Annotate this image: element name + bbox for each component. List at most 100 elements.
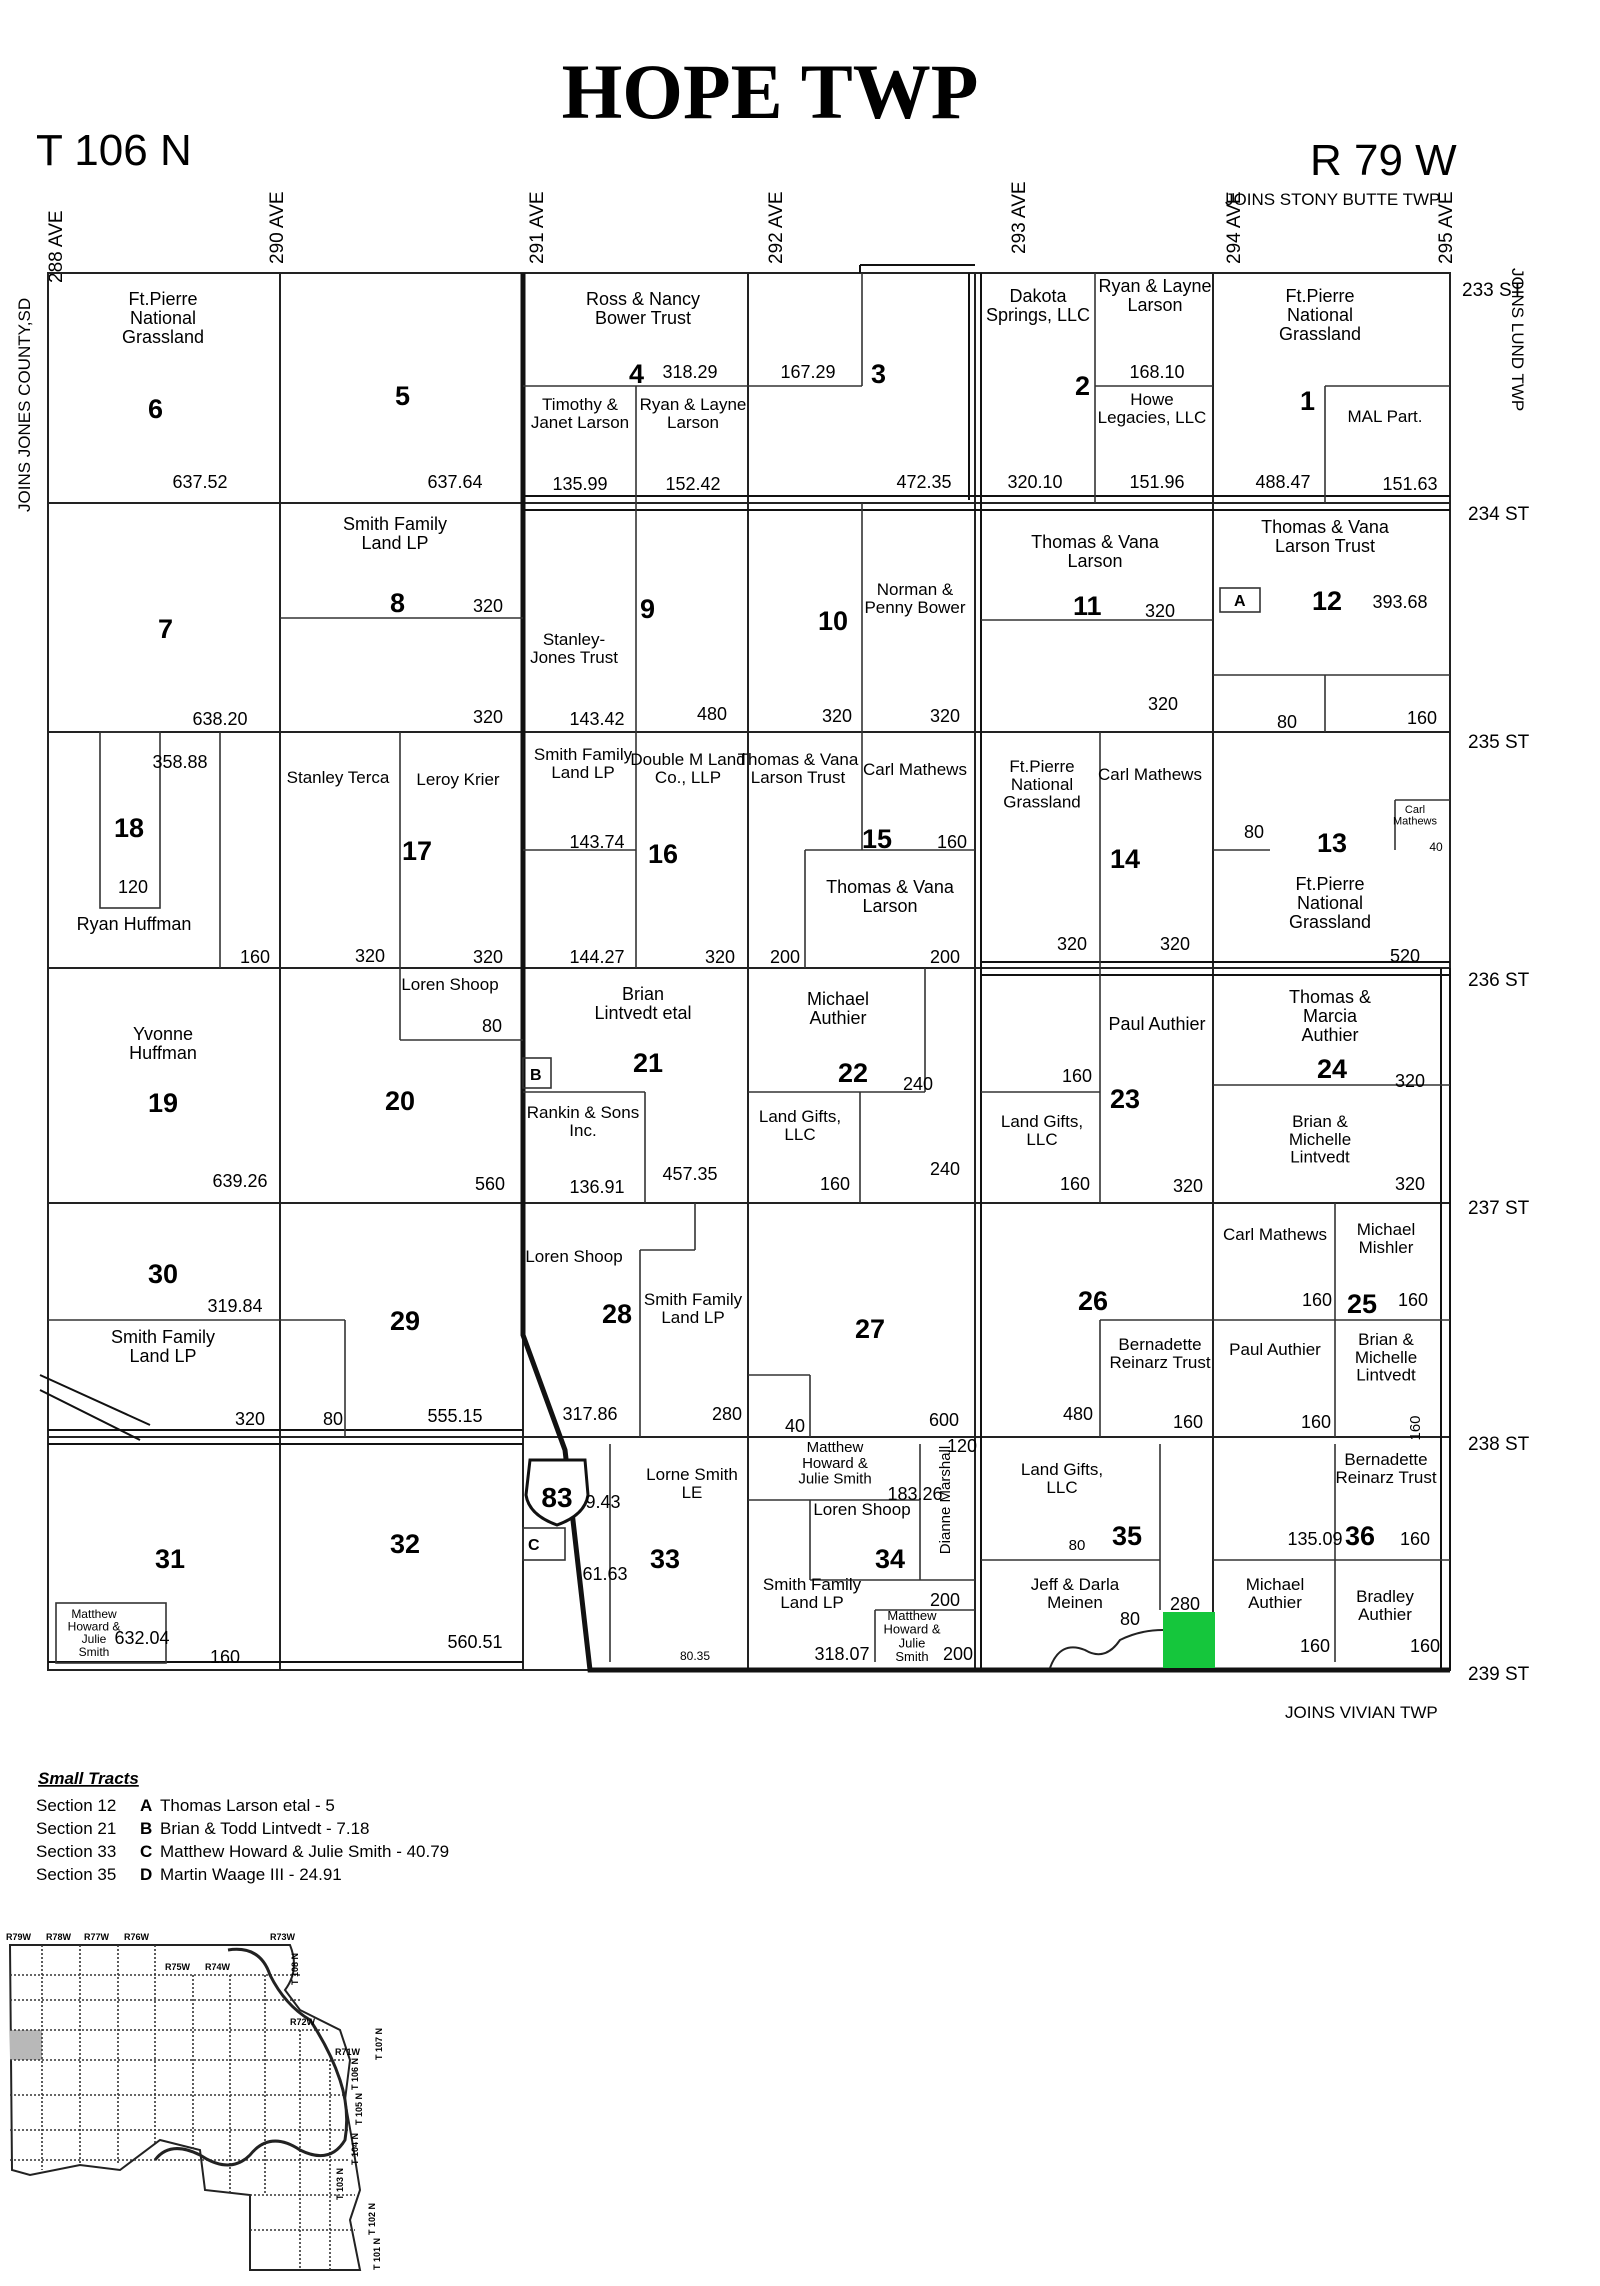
acreage-label: 160: [1302, 1290, 1332, 1310]
acreage-label: 639.26: [212, 1171, 267, 1191]
acreage-label: 61.63: [582, 1564, 627, 1584]
section-11: 11: [1073, 591, 1102, 621]
acreage-label: 200: [943, 1644, 973, 1664]
section-19: 19: [148, 1088, 178, 1118]
section-14: 14: [1110, 844, 1140, 874]
inset-twp-t101n: T 101 N: [372, 2238, 382, 2270]
legend-row-1-text: Thomas Larson etal - 5: [160, 1796, 335, 1815]
acreage-label: 160: [1301, 1412, 1331, 1432]
highway-83-shield: 83: [524, 1458, 590, 1527]
acreage-label: 80: [1277, 712, 1297, 732]
joins-bottom-label: JOINS VIVIAN TWP: [1285, 1703, 1438, 1722]
acreage-label: 480: [697, 704, 727, 724]
section-12: 12: [1312, 586, 1342, 616]
section-27: 27: [855, 1314, 885, 1344]
acreage-label: 320: [355, 946, 385, 966]
acreage-label: 240: [903, 1074, 933, 1094]
inset-twp-t108n: T 108 N: [290, 1953, 300, 1985]
acreage-label: 160: [1407, 708, 1437, 728]
acreage-label: 555.15: [427, 1406, 482, 1426]
joins-left-label: JOINS JONES COUNTY,SD: [15, 298, 34, 512]
section-6: 6: [148, 394, 163, 424]
acreage-label: 160: [210, 1647, 240, 1667]
top-road-labels: 288 AVE 290 AVE 291 AVE 292 AVE 293 AVE …: [46, 181, 1457, 283]
owner-label: Loren Shoop: [813, 1500, 910, 1519]
section-23: 23: [1110, 1084, 1140, 1114]
section-2: 2: [1075, 371, 1090, 401]
owner-label: Timothy &Janet Larson: [531, 395, 629, 432]
owner-label: Land Gifts,LLC: [1001, 1112, 1083, 1149]
acreage-label: 637.52: [172, 472, 227, 492]
inset-outline: [8, 1944, 362, 2271]
acreage-label: 120: [947, 1436, 977, 1456]
owner-label: Stanley Terca: [287, 768, 390, 787]
joins-right-label: JOINS LUND TWP: [1508, 268, 1527, 411]
right-street-labels: 233 ST 234 ST 235 ST 236 ST 237 ST 238 S…: [1462, 280, 1530, 1685]
acreage-label: 320: [473, 707, 503, 727]
owner-label: Leroy Krier: [416, 770, 499, 789]
acreage-label: 318.07: [814, 1644, 869, 1664]
section-21: 21: [633, 1048, 663, 1078]
acreage-label: 160: [240, 947, 270, 967]
section-29: 29: [390, 1306, 420, 1336]
map-title: HOPE TWP: [562, 48, 979, 135]
acreage-label: 320.10: [1007, 472, 1062, 492]
acreage-label: 120: [118, 877, 148, 897]
inset-range-r77w: R77W: [84, 1932, 110, 1942]
acreage-label: 560.51: [447, 1632, 502, 1652]
section-15: 15: [862, 824, 892, 854]
acreage-label: 135.09: [1287, 1529, 1342, 1549]
tract-marker-b: B: [530, 1067, 542, 1084]
acreage-label: 144.27: [569, 947, 624, 967]
acreage-label: 318.29: [662, 362, 717, 382]
acreage-label: 200: [930, 1590, 960, 1610]
acreage-label: 320: [1395, 1174, 1425, 1194]
township-label: T 106 N: [36, 126, 192, 175]
acreage-label: 160: [1410, 1636, 1440, 1656]
acreage-label: 143.74: [569, 832, 624, 852]
street-235-st: 235 ST: [1468, 732, 1530, 753]
creek-line: [1049, 1629, 1164, 1669]
acreage-label: 160: [1300, 1636, 1330, 1656]
acreage-label: 520: [1390, 946, 1420, 966]
road-293-ave: 293 AVE: [1009, 181, 1030, 254]
acreage-label: 320: [1057, 934, 1087, 954]
acreage-label: 488.47: [1255, 472, 1310, 492]
section-8: 8: [390, 588, 405, 618]
road-294-ave: 294 AVE: [1224, 191, 1245, 264]
owner-label: Paul Authier: [1108, 1014, 1205, 1034]
acreage-label: 151.96: [1129, 472, 1184, 492]
tract-markers: A B C: [528, 593, 1246, 1554]
section-35: 35: [1112, 1521, 1142, 1551]
owner-label: Ryan Huffman: [77, 914, 192, 934]
double-roads: [39, 264, 1451, 1670]
section-grid: [47, 272, 1451, 1671]
section-32: 32: [390, 1529, 420, 1559]
acreage-label: 240: [930, 1159, 960, 1179]
acreage-label: 9.43: [585, 1492, 620, 1512]
acreage-label: 638.20: [192, 709, 247, 729]
inset-range-r76w: R76W: [124, 1932, 150, 1942]
tract-marker-c: C: [528, 1537, 540, 1554]
acreage-label: 200: [770, 947, 800, 967]
